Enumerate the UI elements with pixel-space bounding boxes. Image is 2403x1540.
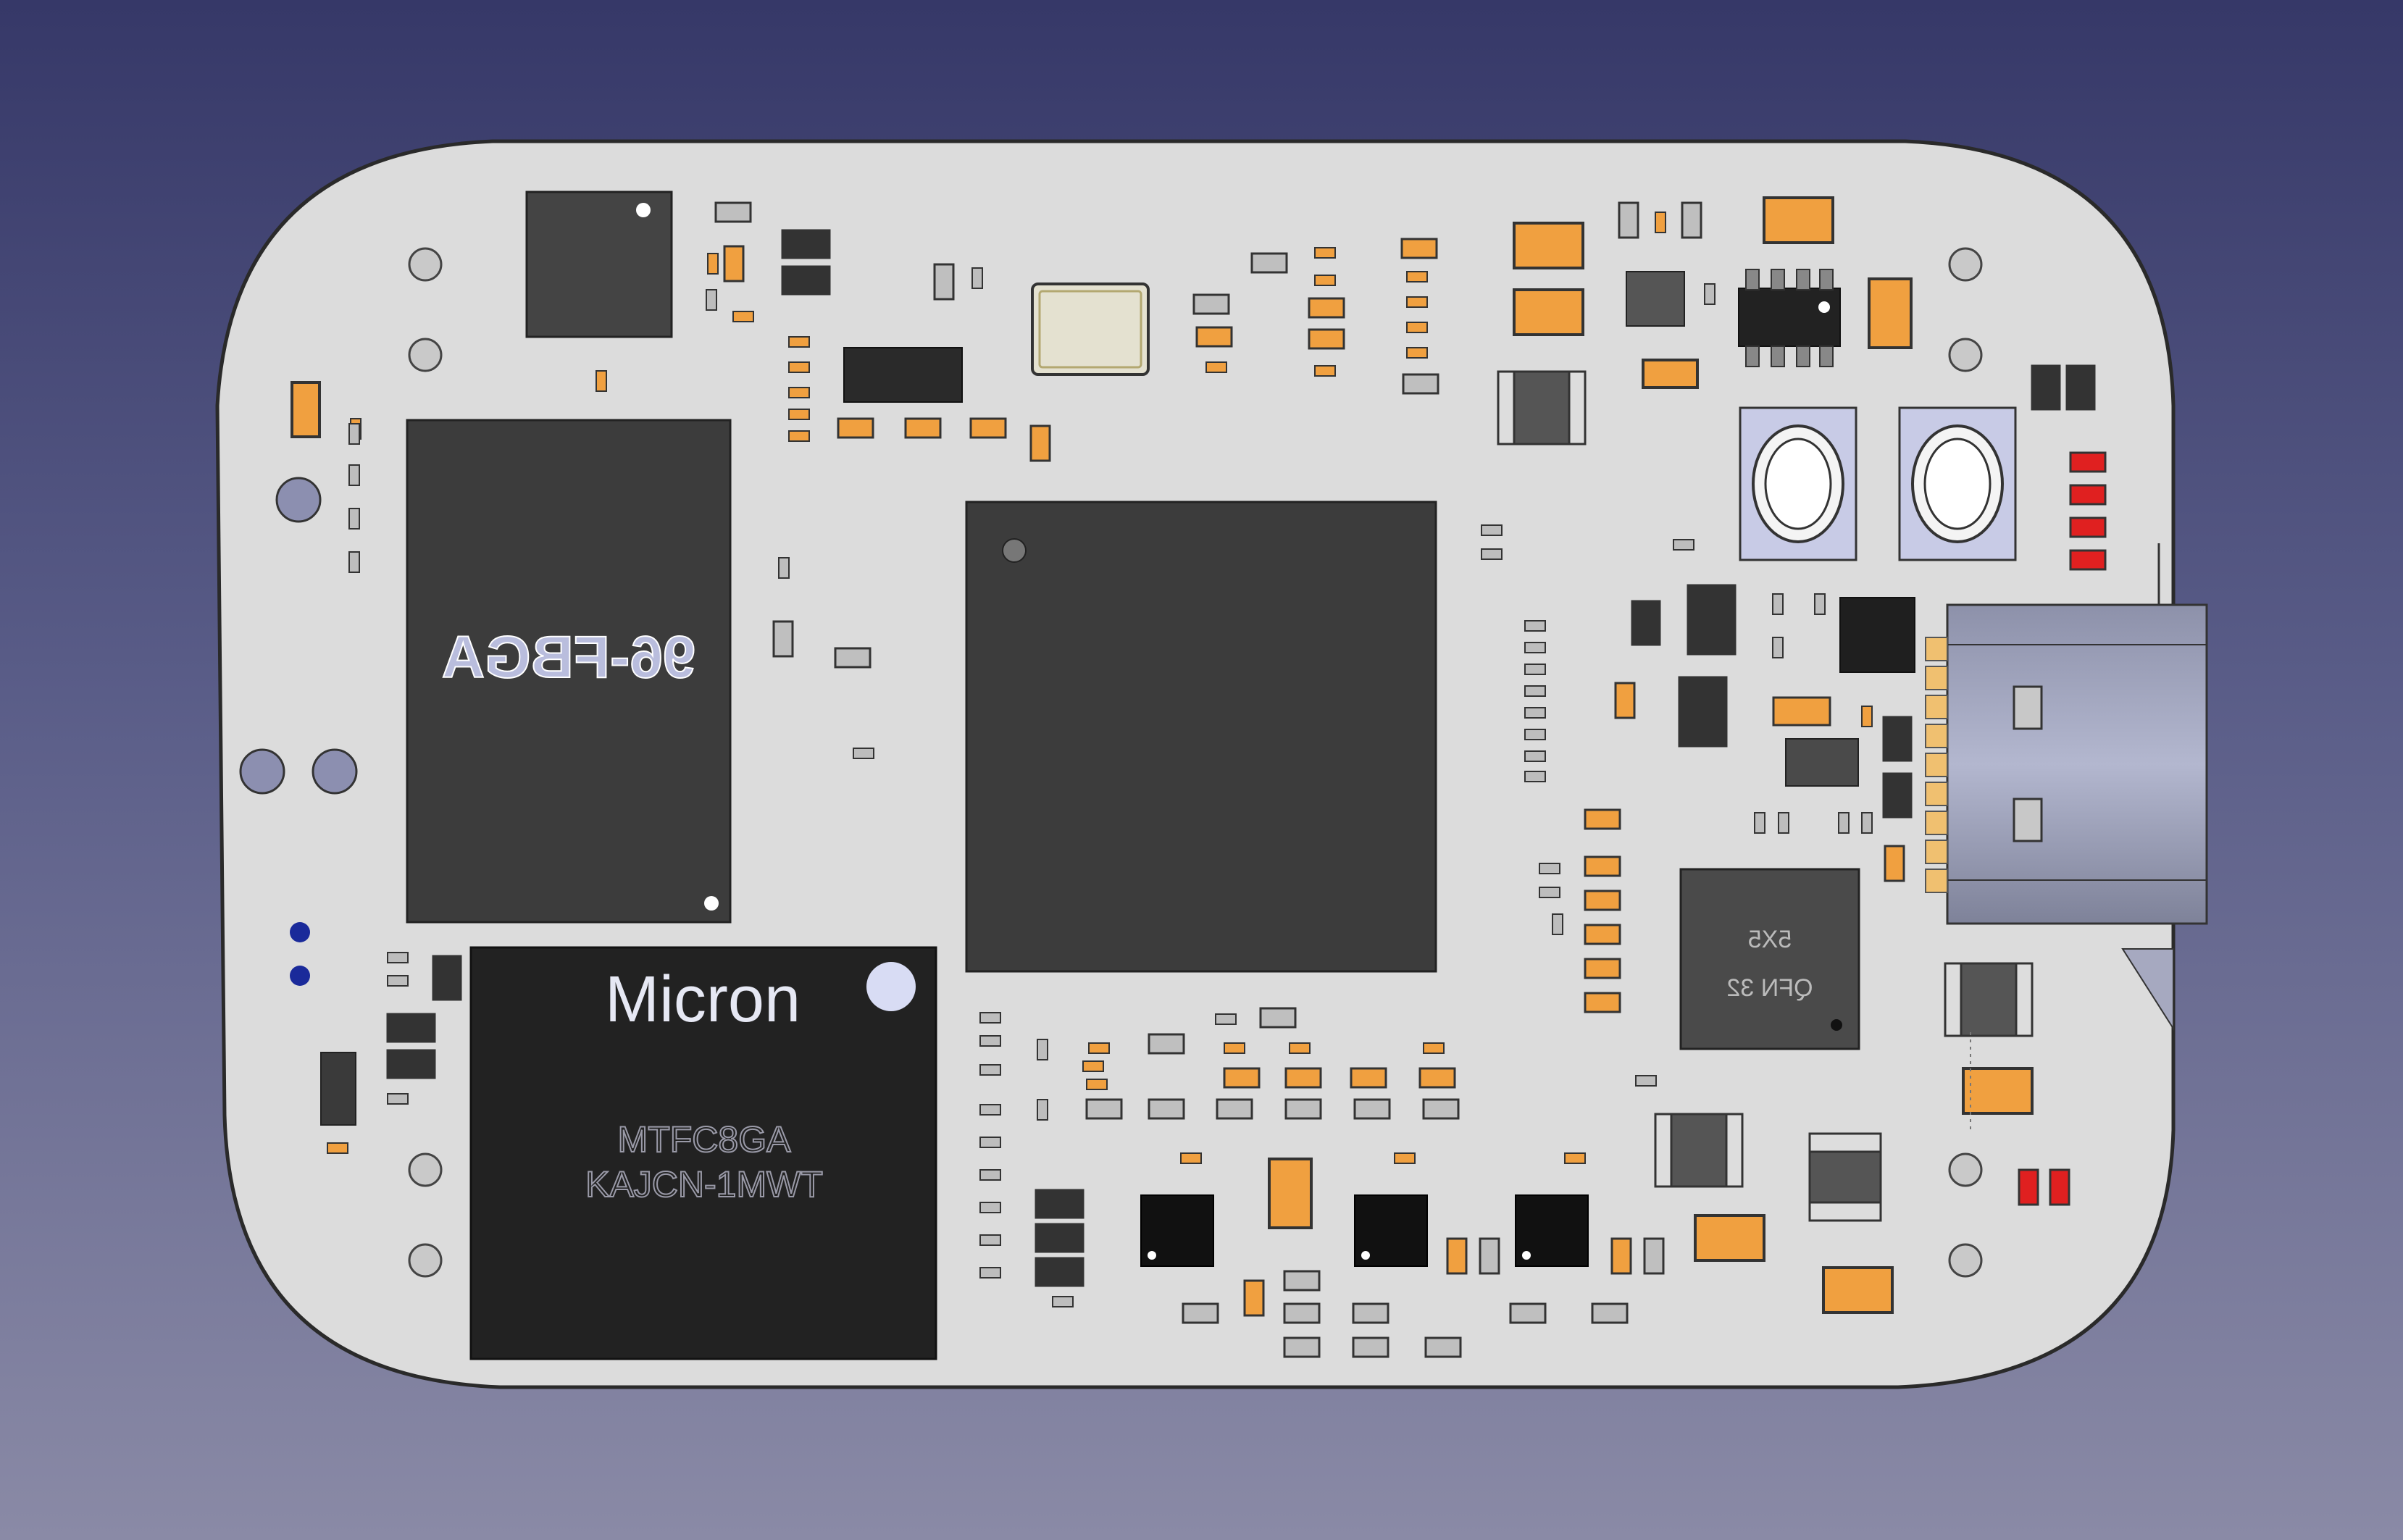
- tact-switch-right: [1898, 406, 2017, 561]
- tact-switch-left: [1739, 406, 1857, 561]
- vias-blue: [290, 922, 310, 986]
- pmic-line2: QFN 32: [1726, 974, 1813, 1002]
- small-ic-top: [843, 347, 963, 403]
- pmic-qfn32-chip: 5X5 QFN 32: [1679, 868, 1860, 1050]
- emmc-part-line2: KAJCN-1MWT: [585, 1164, 823, 1205]
- large-holes: [239, 477, 358, 795]
- black-square-ic: [1839, 597, 1915, 673]
- emmc-brand: Micron: [605, 963, 801, 1036]
- smd-resistors-grey: [714, 201, 1702, 1358]
- ram-chip-label: 96-FBGA: [442, 624, 696, 690]
- small-dark-ic: [1785, 738, 1859, 787]
- emmc-part-line1: MTFC8GA: [618, 1119, 792, 1160]
- inductors: [1497, 370, 2034, 1222]
- small-chip-left: [320, 1052, 356, 1126]
- mounting-holes: [408, 247, 1983, 1278]
- dfn-packages: [1140, 1194, 1589, 1267]
- small-square-ic: [1626, 271, 1685, 327]
- smd-passives-orange: [723, 238, 1905, 1317]
- sot23-transistors: [386, 229, 2096, 1287]
- ram-chip-96-fbga: 96-FBGA: [406, 419, 732, 924]
- main-soc-chip: [965, 501, 1437, 973]
- emmc-chip-micron: Micron MTFC8GA KAJCN-1MWT: [469, 946, 937, 1360]
- smd-grey-tiny: [348, 267, 1873, 1307]
- red-leds: [2018, 451, 2107, 1206]
- smd-capacitors-large: [291, 196, 2034, 1314]
- oscillator-crystal: [1031, 283, 1150, 376]
- usb-c-connector: [1925, 603, 2208, 1031]
- soic-chip-top-right: [1738, 269, 1841, 367]
- pmic-line1: 5X5: [1748, 926, 1792, 953]
- qfn-chip-top-left: [525, 191, 673, 338]
